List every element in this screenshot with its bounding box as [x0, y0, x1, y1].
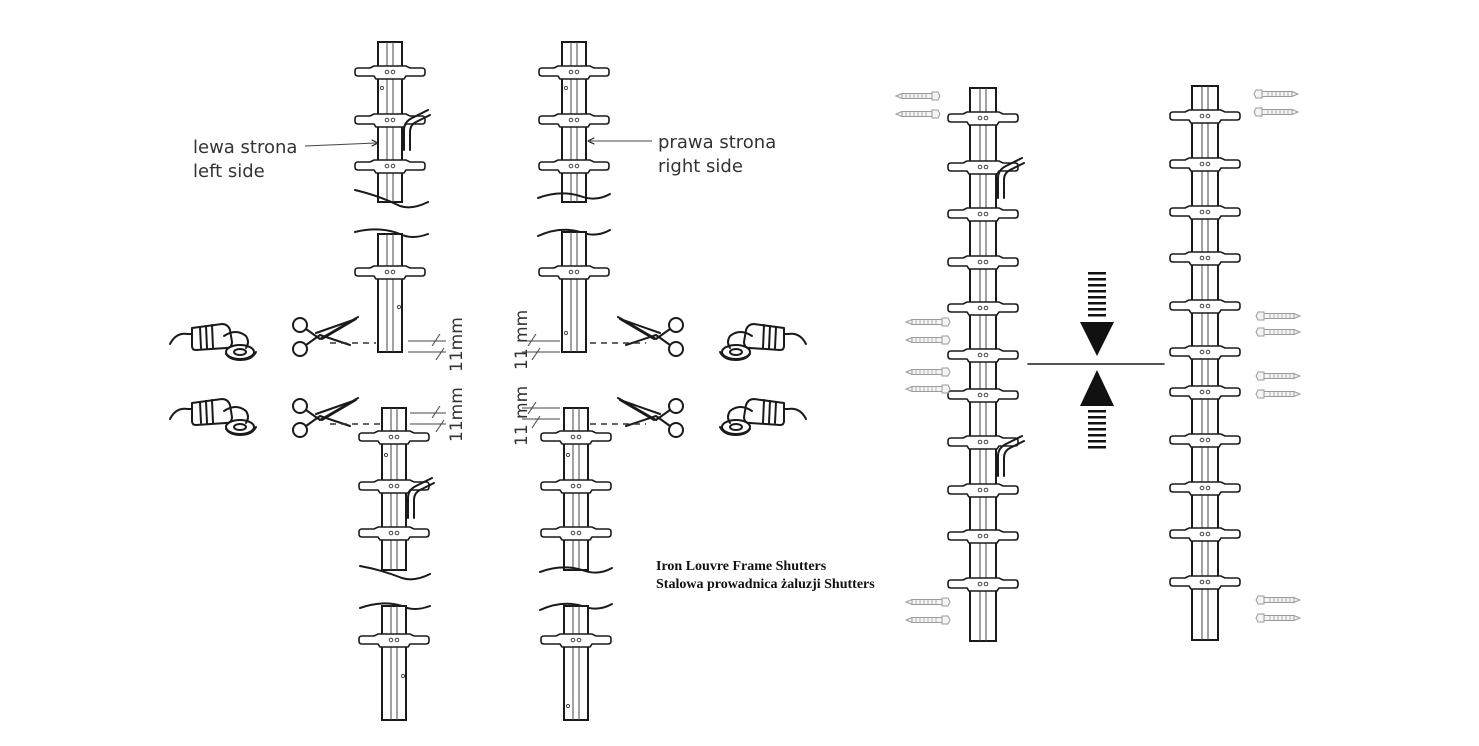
screw-icon	[905, 335, 951, 345]
screw-icon	[1255, 311, 1301, 321]
screw-icon	[1255, 613, 1301, 623]
scissors-icon	[292, 316, 359, 357]
left-rail-bottom	[358, 407, 435, 721]
screw-icon	[1253, 89, 1299, 99]
right-rail-bottom	[539, 407, 613, 721]
cut-label-bottom-right: 11 mm	[512, 386, 532, 446]
screws-left	[895, 91, 951, 625]
right-rail-top	[537, 41, 611, 353]
screw-icon	[905, 317, 951, 327]
joined-rail-right	[1169, 85, 1241, 641]
angle-grinder-icon	[719, 398, 807, 436]
angle-grinder-icon	[169, 398, 257, 436]
product-title-en: Iron Louvre Frame Shutters	[656, 559, 827, 574]
cut-label-bottom-left: 11mm	[447, 387, 467, 442]
angle-grinder-icon	[719, 323, 807, 361]
screw-icon	[905, 367, 951, 377]
screw-icon	[905, 615, 951, 625]
screw-icon	[895, 91, 941, 101]
screws-right	[1253, 89, 1301, 623]
cut-label-top-left: 11mm	[447, 317, 467, 372]
screw-icon	[1255, 327, 1301, 337]
scissors-icon	[617, 397, 684, 438]
screw-icon	[895, 109, 941, 119]
right-side-label-pl: prawa strona	[658, 132, 776, 153]
left-rail-top	[354, 41, 431, 353]
arrow-down-icon	[1080, 272, 1114, 356]
joined-rail-left	[947, 87, 1025, 642]
left-side-label-pl: lewa strona	[193, 137, 297, 158]
left-side-label-en: left side	[193, 161, 265, 182]
screw-icon	[905, 384, 951, 394]
left-side-leader	[304, 142, 377, 147]
right-side-label-en: right side	[658, 156, 743, 177]
angle-grinder-icon	[169, 323, 257, 361]
arrow-up-icon	[1080, 370, 1114, 449]
screw-icon	[1255, 389, 1301, 399]
product-title-pl: Stalowa prowadnica żaluzji Shutters	[656, 577, 875, 592]
screw-icon	[905, 597, 951, 607]
cut-marks-right	[522, 333, 560, 429]
screw-icon	[1253, 107, 1299, 117]
scissors-icon	[617, 316, 684, 357]
cut-label-top-right: 11 mm	[512, 310, 532, 370]
screw-icon	[1255, 595, 1301, 605]
scissors-icon	[292, 397, 359, 438]
screw-icon	[1255, 371, 1301, 381]
cut-marks-left	[408, 333, 446, 433]
